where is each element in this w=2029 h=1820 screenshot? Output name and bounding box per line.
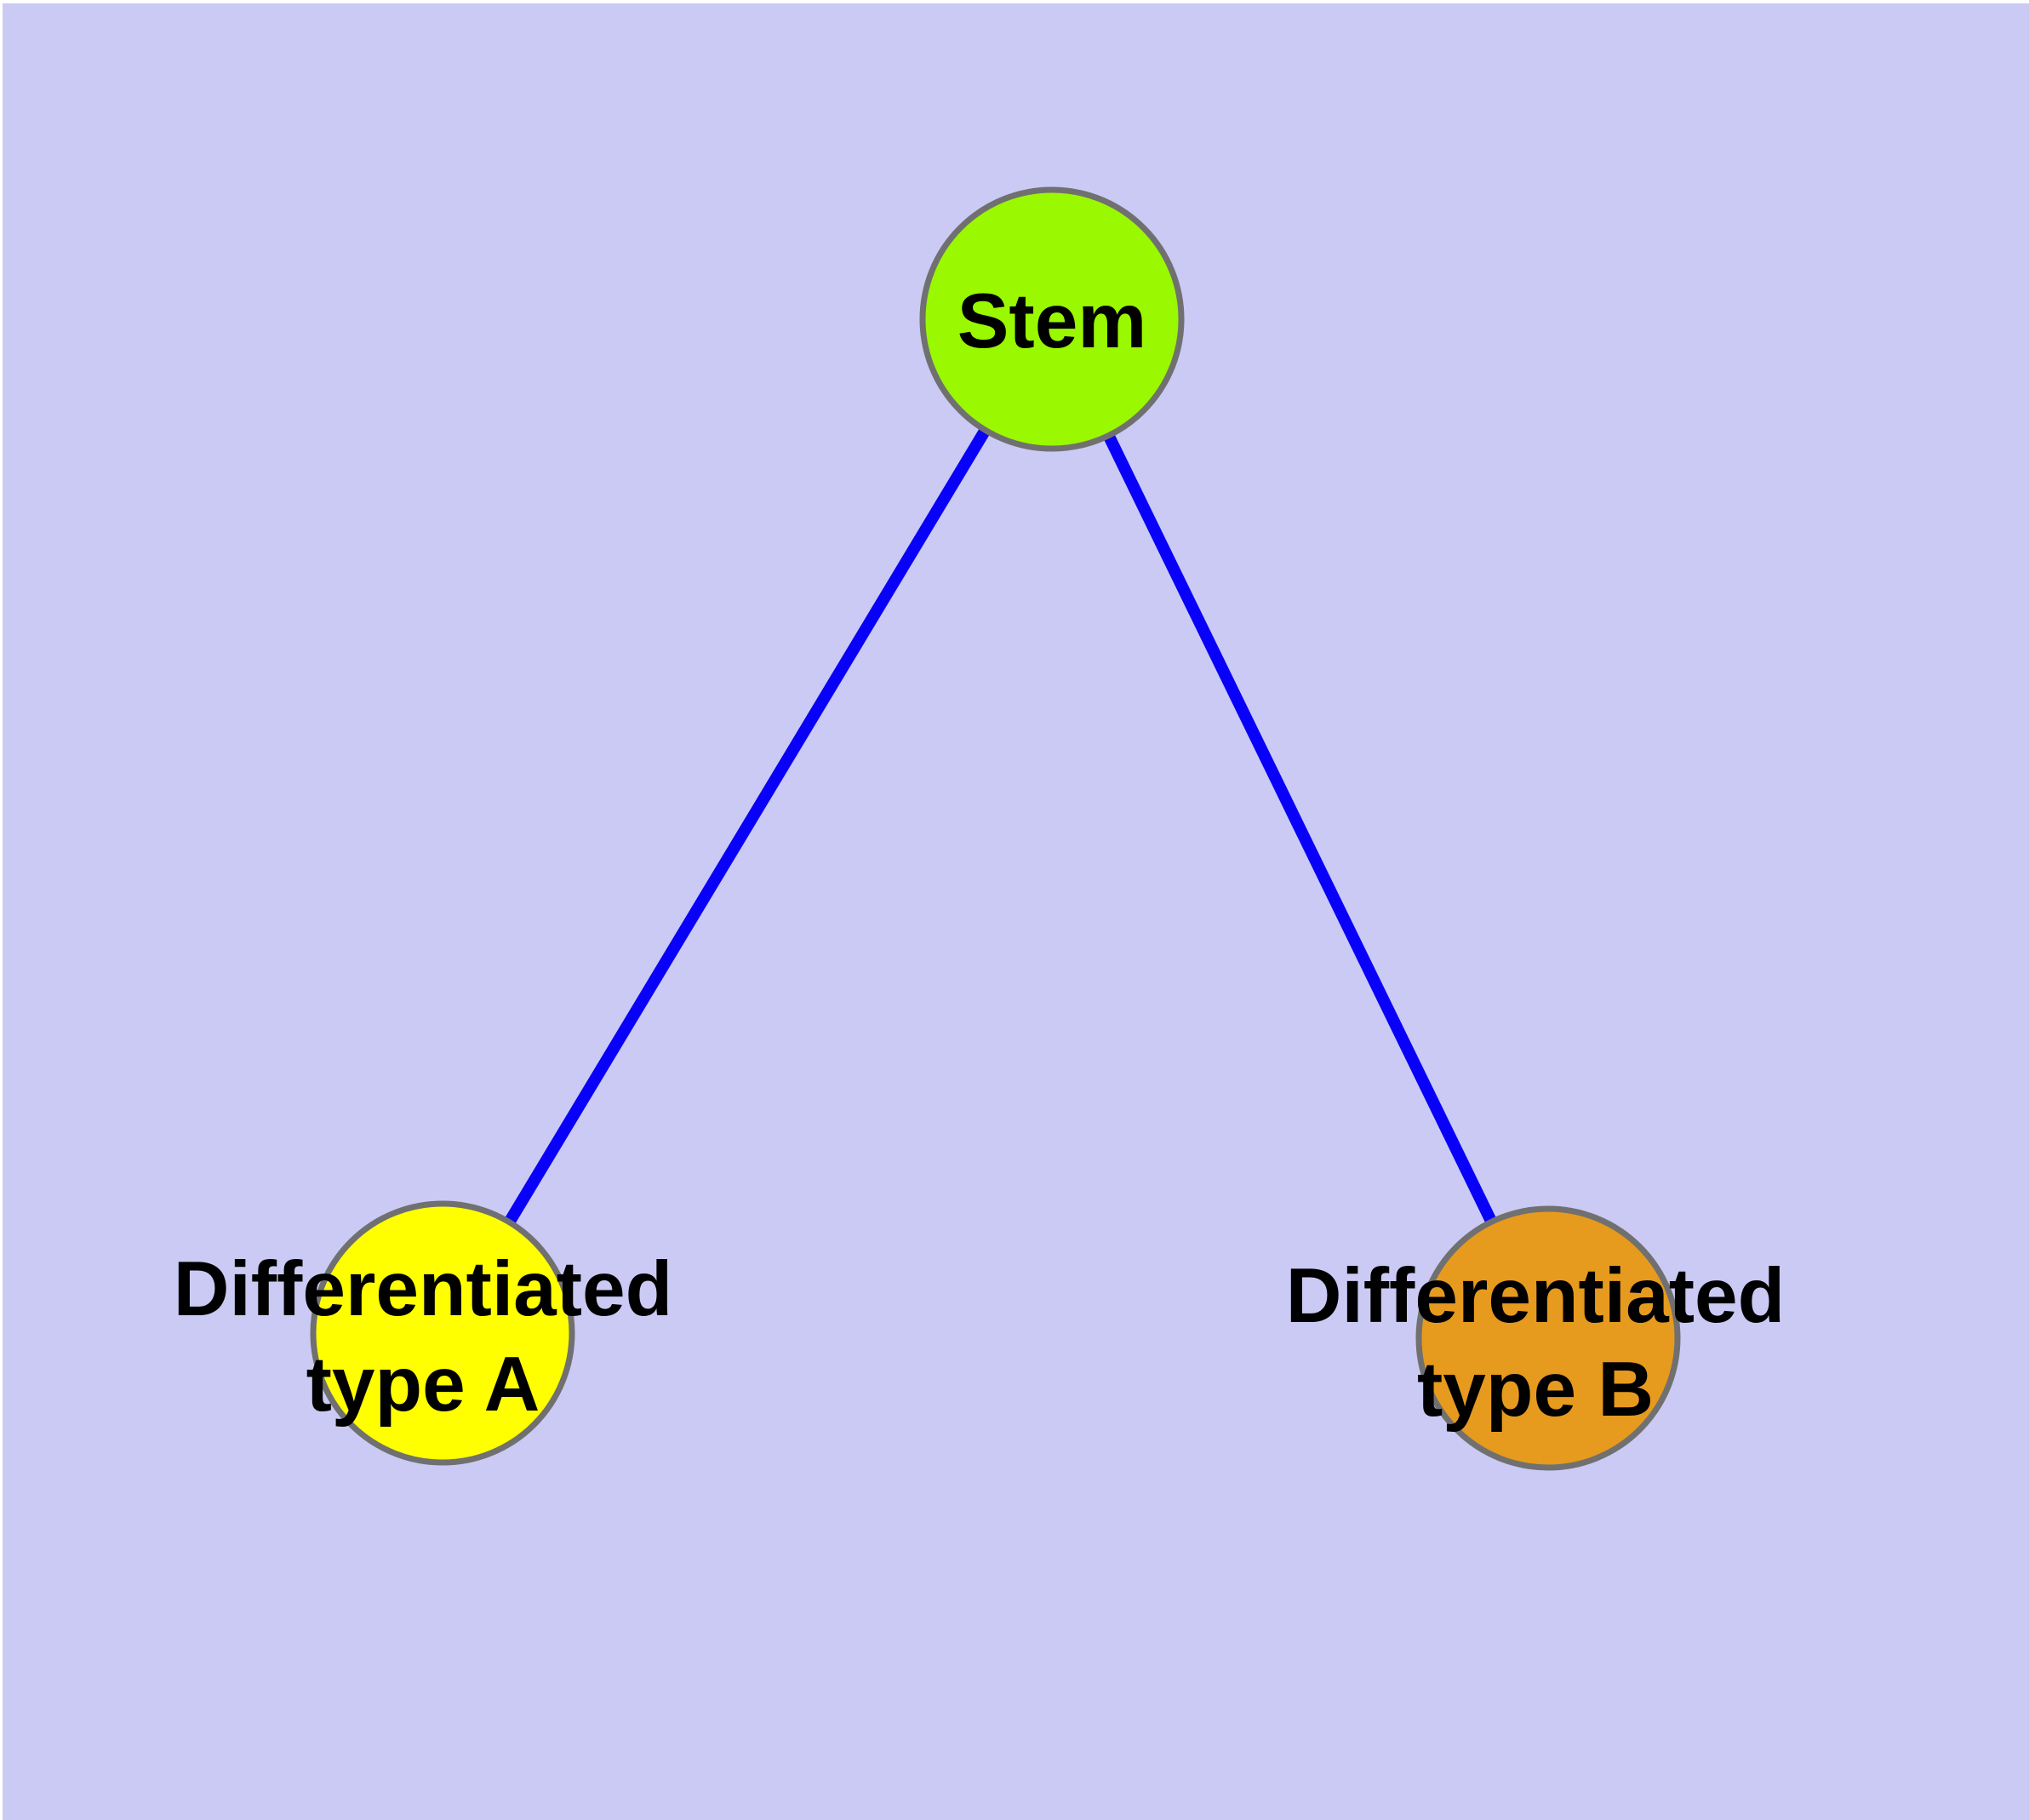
node-stem-circle [919,186,1185,452]
node-type-b-label-line2: type B [1417,1347,1654,1433]
node-type-a-circle [310,1200,575,1466]
edge-stem-to-type-a [437,316,1057,1336]
node-type-a-label-line1: Differentiated [174,1246,673,1332]
node-stem-label: Stem [957,278,1147,364]
edge-stem-to-type-b [1046,316,1554,1342]
node-type-a-label-line2: type A [306,1342,540,1428]
node-type-b-label-line1: Differentiated [1286,1253,1786,1339]
node-type-b-circle [1415,1205,1681,1471]
